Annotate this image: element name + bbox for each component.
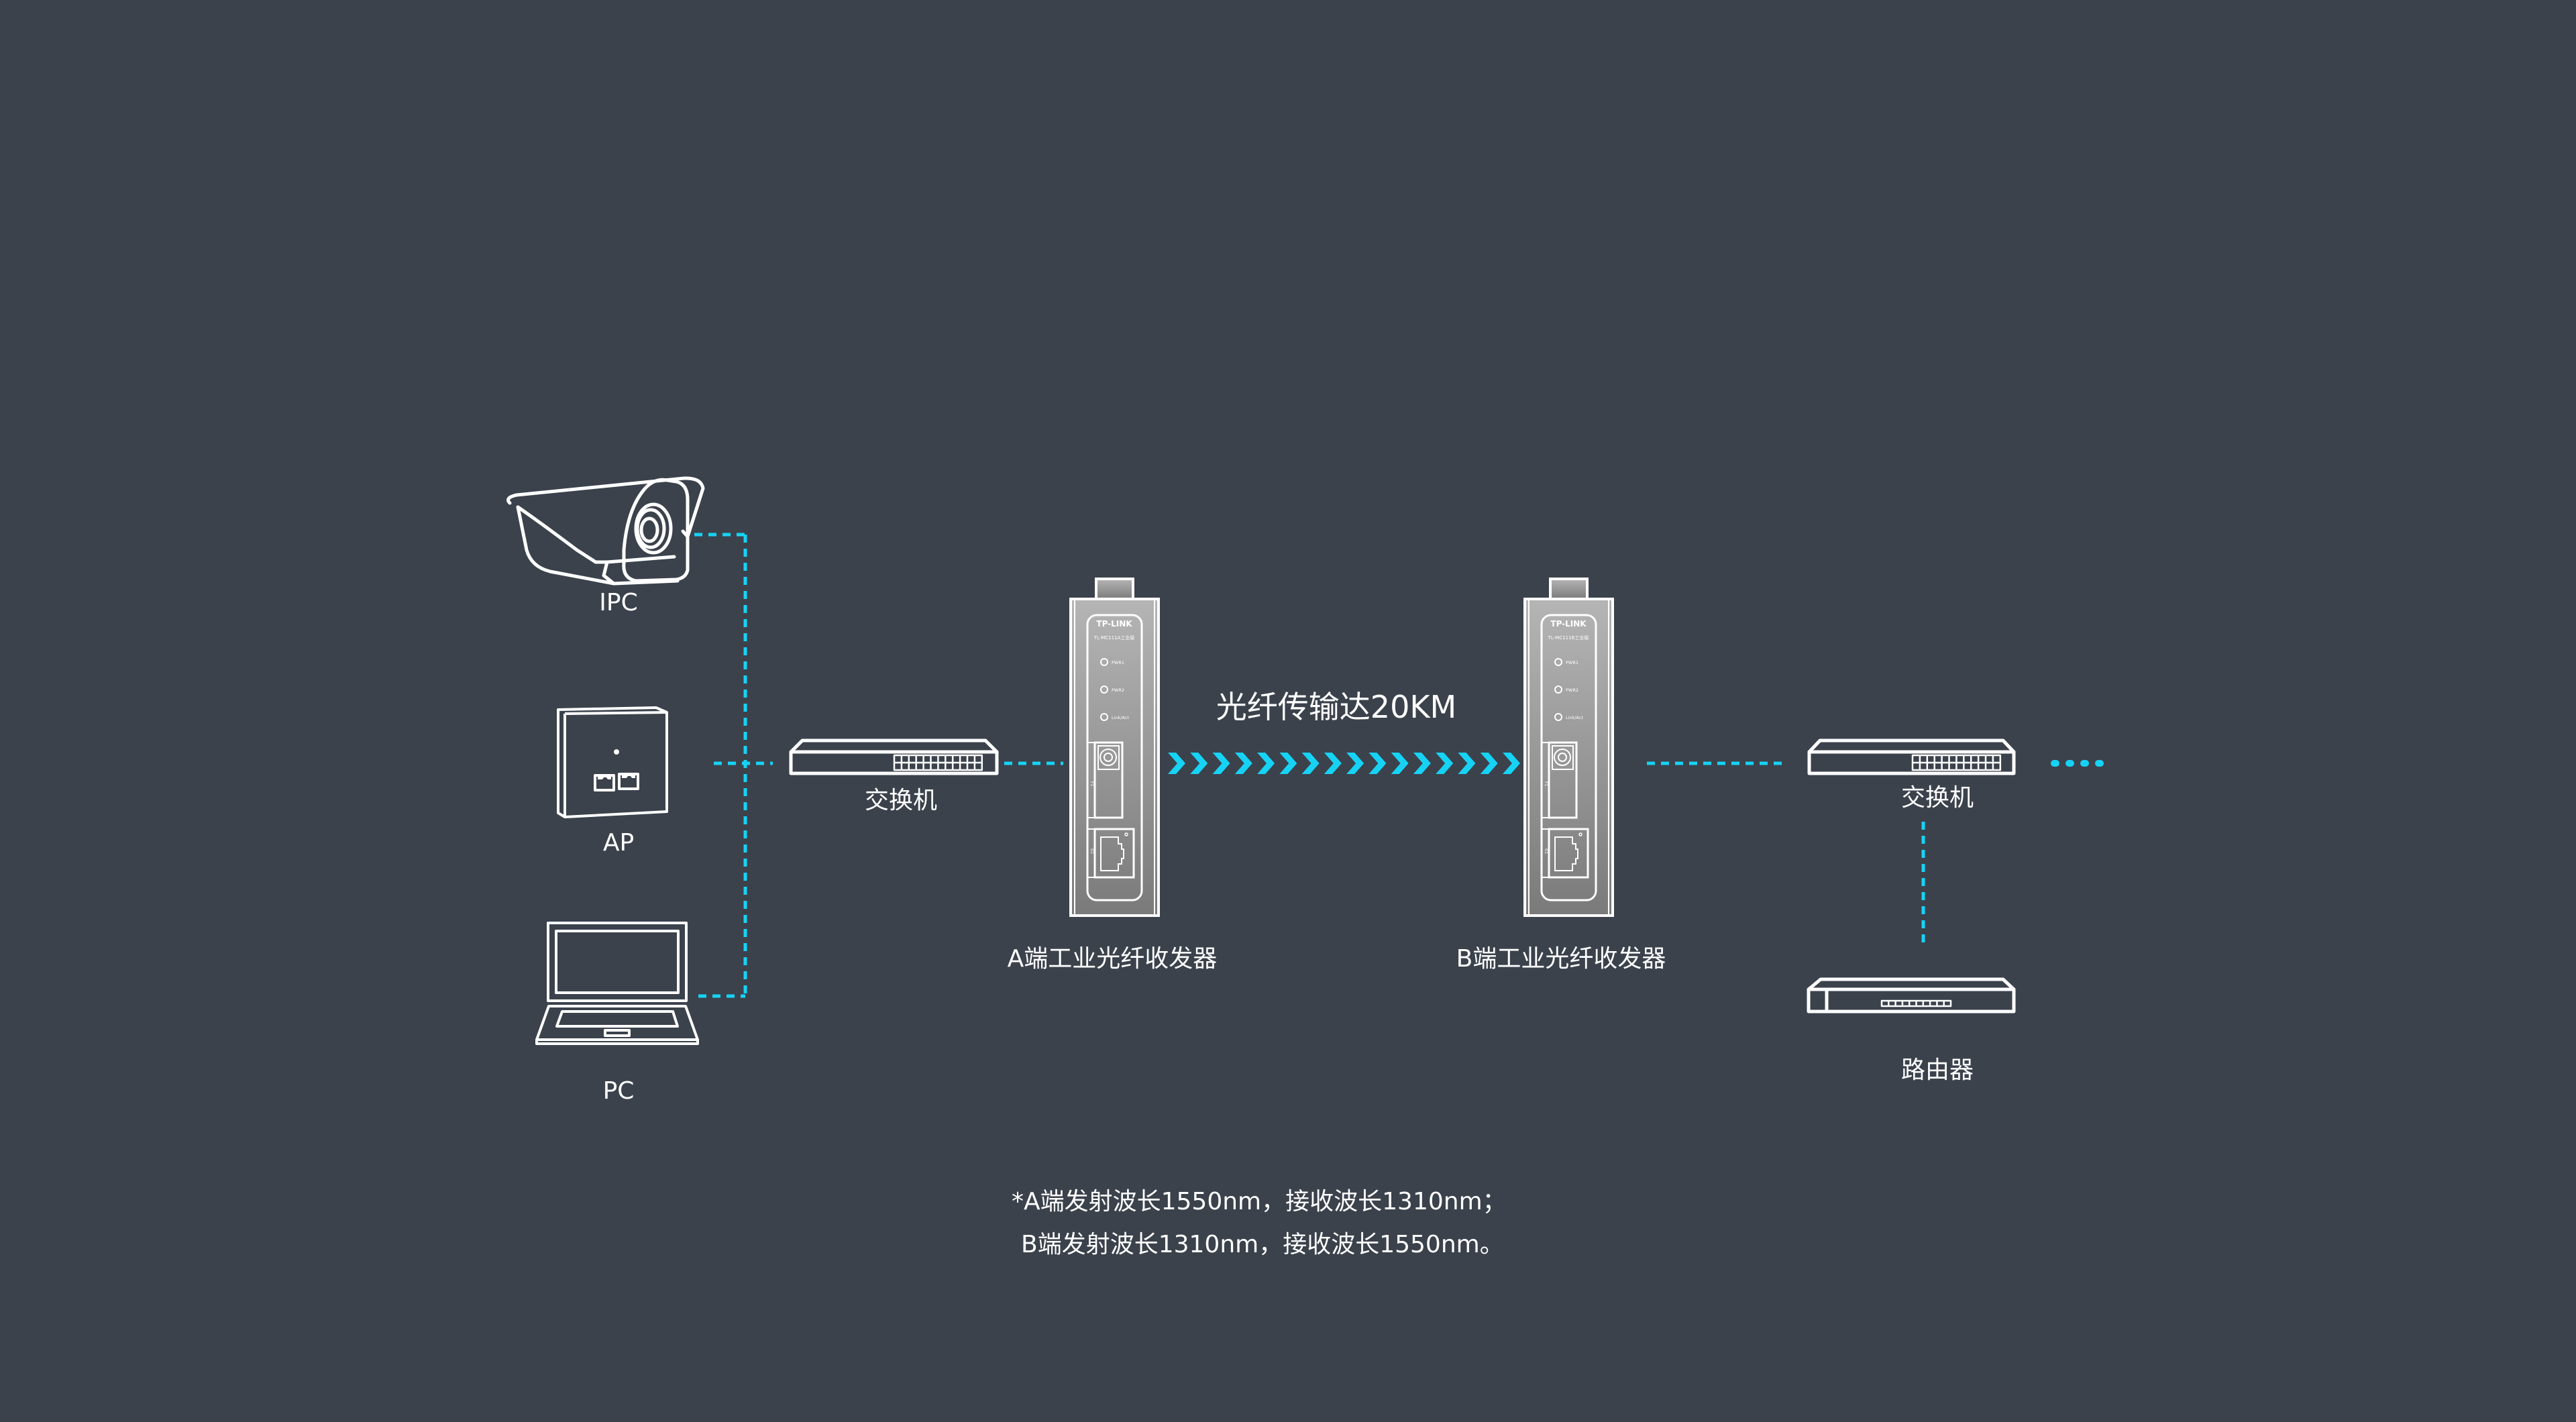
fiber-port (1093, 741, 1124, 819)
switch-b-label: 交换机 (1900, 784, 1974, 812)
chevron-arrow (1257, 753, 1275, 774)
led-indicator (1554, 713, 1562, 721)
led-label: PWR1 (1112, 660, 1124, 665)
fiber-distance-label: 光纤传输达20KM (1216, 689, 1457, 725)
chevron-arrow (1368, 753, 1387, 774)
port-label: F1 (1089, 781, 1094, 786)
router-icon (1807, 977, 2016, 1014)
chevron-arrow (1234, 753, 1252, 774)
continuation-dot (2095, 760, 2104, 767)
led-label: PWR2 (1112, 688, 1124, 693)
ap-label: AP (602, 829, 635, 857)
port-label: G1 (1544, 849, 1548, 855)
din-rail-clip (1095, 578, 1134, 601)
chevron-arrow (1212, 753, 1230, 774)
continuation-dot (2080, 760, 2089, 767)
chevron-arrow (1458, 753, 1476, 774)
chevron-arrow (1413, 753, 1431, 774)
chevron-arrow (1480, 753, 1498, 774)
port-label: G1 (1089, 849, 1094, 855)
port-label: F1 (1544, 781, 1548, 786)
fiber-connector (1099, 749, 1117, 766)
transceiver-body (1523, 598, 1614, 917)
led-indicator (1100, 713, 1108, 721)
connection-lines (694, 533, 1925, 998)
brand-logo: TP-LINK (1550, 619, 1587, 628)
chevron-arrow (1346, 753, 1364, 774)
led-label: PWR2 (1566, 688, 1578, 693)
din-rail-clip (1549, 578, 1589, 601)
led-indicator (1554, 658, 1562, 666)
led-label: Link/Act (1112, 715, 1129, 720)
switch-icon (1807, 739, 2016, 775)
switch-icon (789, 739, 999, 775)
pc-label: PC (602, 1077, 635, 1105)
continuation-dot (2051, 760, 2059, 767)
ethernet-port (1548, 828, 1589, 879)
continuation-dot (2065, 760, 2074, 767)
continuation-dots (2051, 760, 2104, 767)
laptop-icon (535, 922, 699, 1045)
chevron-arrow (1190, 753, 1208, 774)
chevron-arrow (1324, 753, 1342, 774)
chevron-arrow (1391, 753, 1409, 774)
footnote-line-2: B端发射波长1310nm，接收波长1550nm。 (1021, 1231, 1504, 1258)
footnote-line-1: *A端发射波长1550nm，接收波长1310nm； (1012, 1188, 1507, 1215)
transceiver-b-label: B端工业光纤收发器 (1456, 945, 1666, 973)
led-indicator (1100, 686, 1108, 694)
chevron-arrow (1503, 753, 1520, 774)
chevron-arrow (1301, 753, 1320, 774)
ipc-label: IPC (599, 589, 638, 616)
chevron-arrow (1168, 753, 1185, 774)
fiber-port (1548, 741, 1578, 819)
router-label: 路由器 (1900, 1056, 1974, 1084)
model-label: TL-MC111A工业级 (1093, 635, 1135, 641)
switch-a-label: 交换机 (864, 787, 938, 814)
led-label: PWR1 (1566, 660, 1578, 665)
ethernet-port (1093, 828, 1135, 879)
model-label: TL-MC111B工业级 (1548, 635, 1589, 641)
bullet-camera-icon (506, 476, 705, 586)
wall-access-point-icon (557, 706, 668, 818)
chevron-arrow (1436, 753, 1454, 774)
transceiver-body (1069, 598, 1160, 917)
brand-logo: TP-LINK (1096, 619, 1132, 628)
led-indicator (1554, 686, 1562, 694)
chevron-arrow (1279, 753, 1297, 774)
rj45-jack (1554, 836, 1578, 871)
rj45-jack (1100, 836, 1124, 871)
led-indicator (1100, 658, 1108, 666)
transceiver-a-label: A端工业光纤收发器 (1007, 945, 1218, 973)
led-label: Link/Act (1566, 715, 1583, 720)
fiber-transmission-arrows (1168, 753, 1520, 774)
fiber-connector (1554, 749, 1571, 766)
